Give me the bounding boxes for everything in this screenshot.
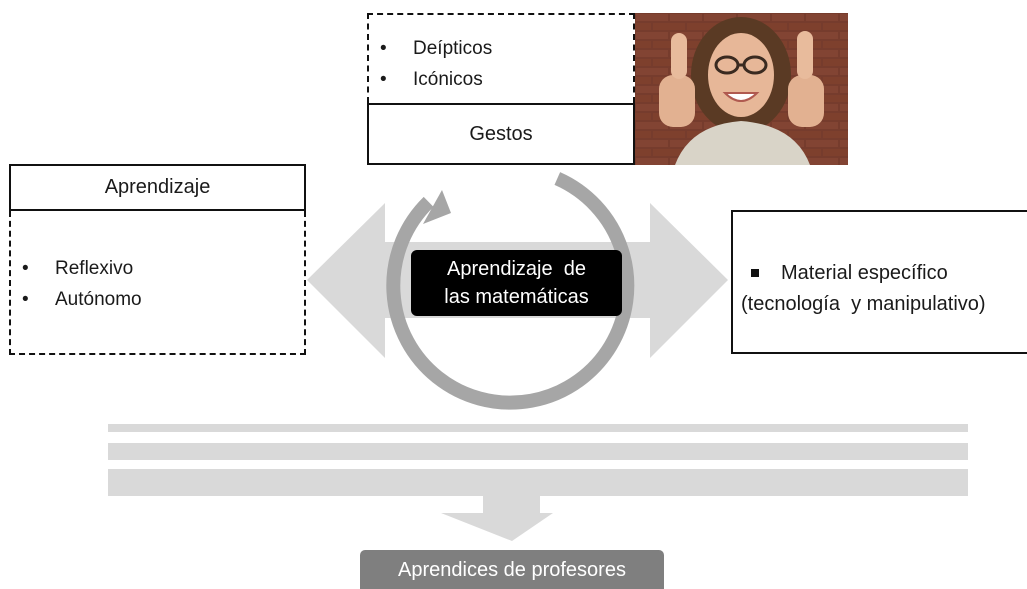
cycle-arrow	[386, 172, 635, 410]
aprendizaje-items-box: Reflexivo Autónomo	[9, 211, 306, 355]
center-label-line-2: las matemáticas	[444, 286, 589, 308]
thumbs-up-photo	[635, 13, 848, 165]
square-bullet-icon	[751, 268, 759, 277]
material-box: Material específico (tecnología y manipu…	[731, 210, 1027, 354]
bar-1	[108, 424, 968, 432]
gestos-item: Deípticos	[369, 33, 633, 64]
center-label: Aprendizaje de las matemáticas	[411, 250, 622, 316]
gestos-items-box: Deípticos Icónicos	[367, 13, 635, 103]
down-arrow	[441, 496, 553, 541]
gestos-list: Deípticos Icónicos	[369, 33, 633, 95]
aprendizaje-item: Reflexivo	[11, 253, 304, 284]
gestos-item: Icónicos	[369, 64, 633, 95]
aprendizaje-item: Autónomo	[11, 284, 304, 315]
aprendizaje-label: Aprendizaje	[9, 164, 306, 211]
bar-3	[108, 469, 968, 496]
gestos-label: Gestos	[367, 103, 635, 165]
bottom-label: Aprendices de profesores	[360, 550, 664, 589]
material-line-2: (tecnología y manipulativo)	[741, 293, 986, 315]
material-line-1: Material específico	[781, 262, 948, 284]
aprendizaje-list: Reflexivo Autónomo	[11, 253, 304, 315]
center-label-line-1: Aprendizaje de	[447, 258, 586, 280]
bar-2	[108, 443, 968, 460]
cycle-arrow-head	[423, 190, 451, 224]
